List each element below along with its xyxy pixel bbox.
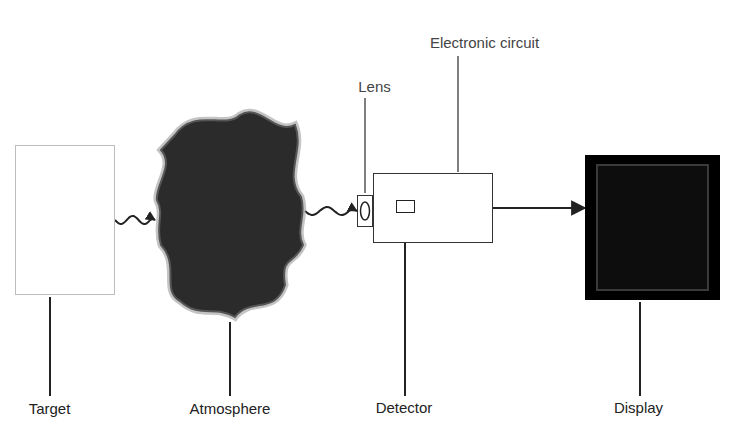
label-holder: Lens — [358, 78, 391, 96]
part-label: Display — [614, 399, 663, 417]
circuit-box: Electronic circuitDetector — [373, 173, 493, 243]
target-box: Target — [15, 145, 115, 295]
part-label: Atmosphere — [190, 400, 271, 418]
signal-arrow — [493, 207, 585, 209]
label-holder: Atmosphere — [190, 400, 271, 418]
radiation-wave — [305, 207, 357, 215]
leader-line — [49, 297, 51, 396]
radiation-wave — [115, 216, 155, 224]
part-label: Detector — [376, 399, 433, 417]
part-label: Target — [29, 400, 71, 418]
cloud-fringe — [157, 112, 303, 317]
label-holder: Display — [614, 399, 663, 417]
cloud-shape — [155, 105, 305, 320]
label-holder: Detector — [376, 399, 433, 417]
part-label: Electronic circuit — [430, 34, 539, 52]
leader-line — [229, 322, 231, 396]
lens-glass — [357, 195, 373, 227]
leader-line — [639, 302, 641, 396]
cloud-body — [157, 112, 303, 317]
display-screen: Display — [585, 155, 720, 300]
label-holder: Electronic circuit — [430, 34, 539, 52]
leader-line — [364, 98, 366, 193]
lens-symbol: Lens — [357, 195, 373, 227]
part-label: Lens — [358, 78, 391, 96]
leader-line — [457, 56, 459, 172]
detector-box: Detector — [396, 200, 415, 213]
atmosphere-cloud: Atmosphere — [155, 105, 305, 320]
label-holder: Target — [29, 400, 71, 418]
display-bezel — [585, 155, 720, 300]
